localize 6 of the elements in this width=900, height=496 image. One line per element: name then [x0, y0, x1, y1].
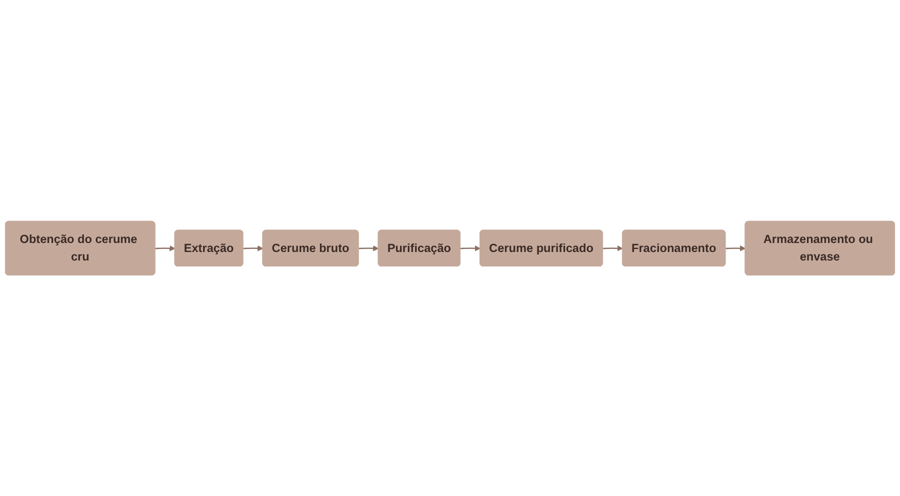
arrow [460, 245, 480, 252]
arrow [726, 245, 746, 252]
arrow [358, 245, 379, 252]
arrow [155, 245, 176, 252]
arrow [602, 245, 623, 252]
arrow [243, 245, 264, 252]
